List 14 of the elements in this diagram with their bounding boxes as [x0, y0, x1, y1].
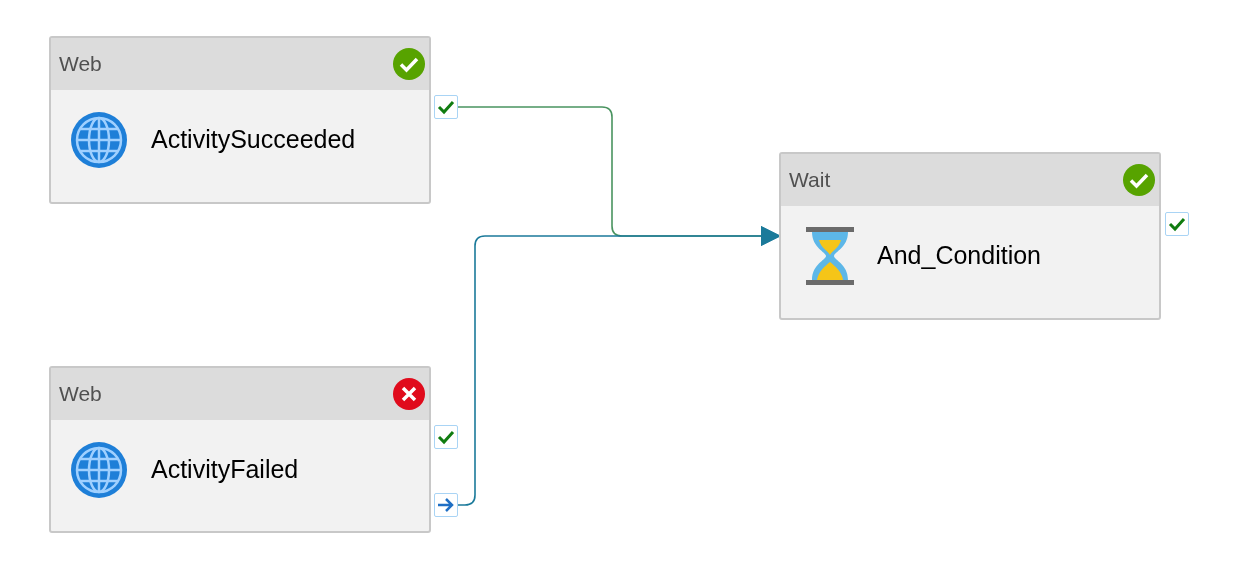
success-port	[434, 425, 458, 449]
activity-name: And_Condition	[877, 240, 1041, 272]
completion-port	[434, 493, 458, 517]
activity-card	[49, 36, 431, 204]
activity-name: ActivityFailed	[151, 454, 299, 486]
connector-arrow	[457, 226, 781, 506]
activity-card	[49, 366, 431, 533]
activity-type: Wait	[789, 167, 831, 194]
activity-name: ActivitySucceeded	[151, 124, 356, 156]
activity-card	[779, 152, 1161, 320]
success-port	[434, 95, 458, 119]
activity-type: Web	[59, 381, 102, 408]
activity-type: Web	[59, 51, 102, 78]
success-port	[1165, 212, 1189, 236]
